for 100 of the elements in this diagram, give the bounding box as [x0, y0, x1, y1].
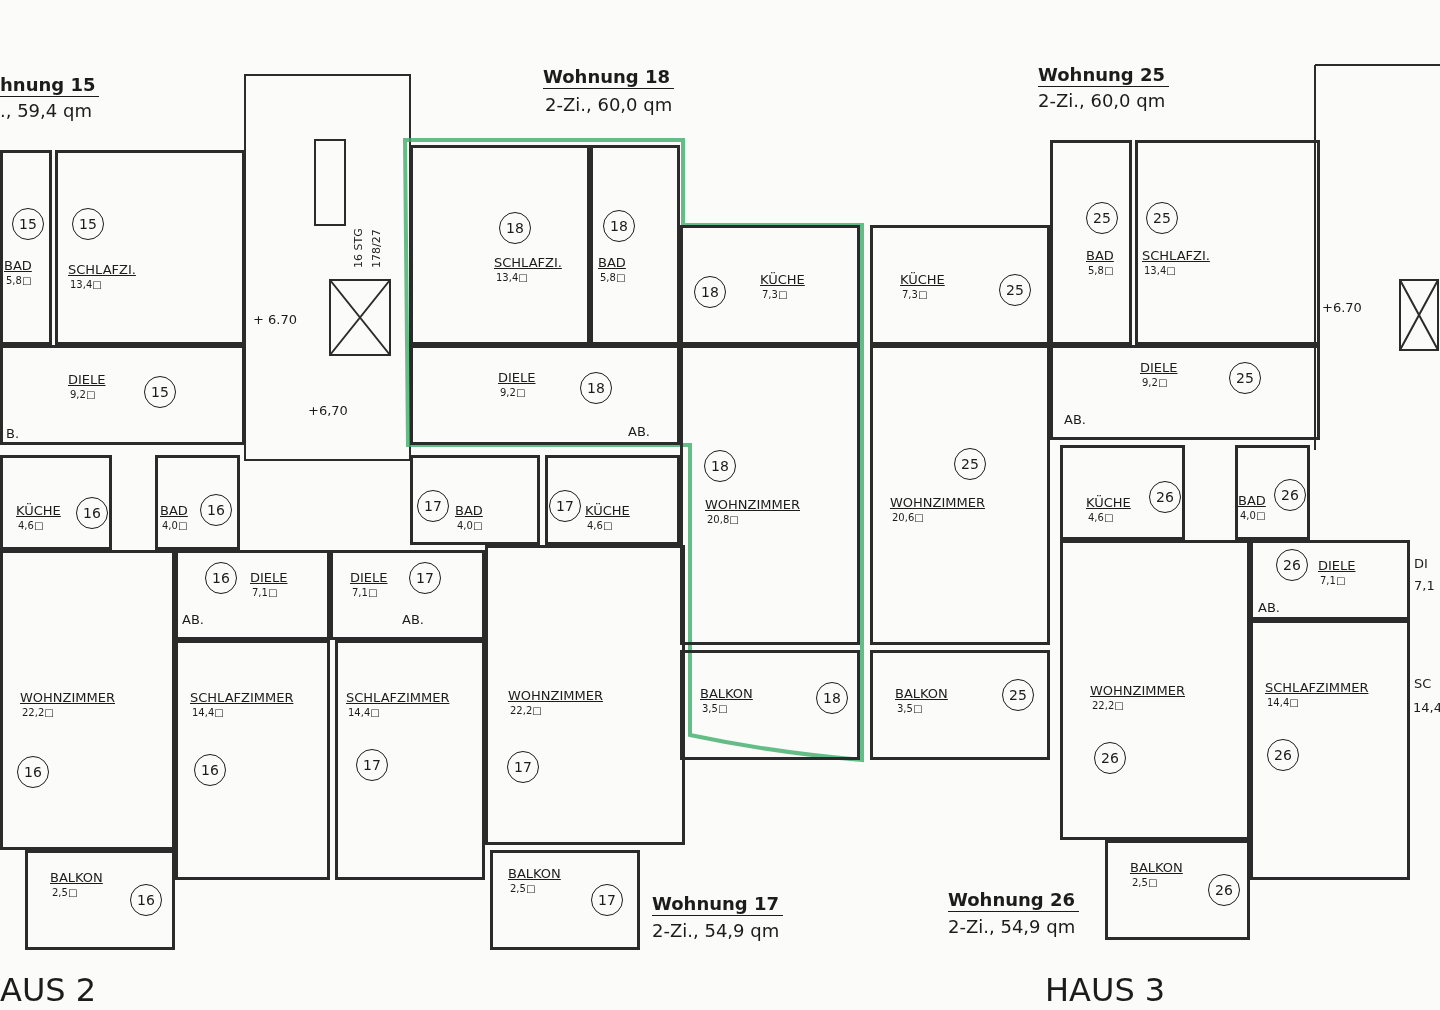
room	[680, 225, 860, 345]
apartment-number-circle: 15	[144, 376, 176, 408]
room	[155, 455, 240, 550]
room-area: 3,5□	[897, 703, 923, 715]
room-name: WOHNZIMMER	[705, 497, 800, 512]
stair-note: 178/27	[370, 229, 383, 268]
room	[1060, 540, 1250, 840]
room	[870, 650, 1050, 760]
apartment-size: 2-Zi., 60,0 qm	[545, 94, 673, 116]
apartment-number-circle: 26	[1094, 742, 1126, 774]
room-name: SCHLAFZIMMER	[190, 690, 294, 705]
room-name: BAD	[1238, 493, 1266, 508]
room	[1050, 140, 1132, 345]
room-name: DI	[1414, 556, 1428, 571]
storage-label: AB.	[402, 612, 424, 627]
apartment-number-circle: 16	[194, 754, 226, 786]
room-name: BAD	[4, 258, 32, 273]
room	[0, 150, 52, 345]
apartment-number-circle: 16	[130, 884, 162, 916]
room	[870, 225, 1050, 345]
room-area: 9,2□	[70, 389, 96, 401]
apartment-number-circle: 18	[816, 682, 848, 714]
room-area: 20,8□	[707, 514, 739, 526]
room-area: 4,0□	[162, 520, 188, 532]
room	[1135, 140, 1320, 345]
apartment-number-circle: 17	[409, 562, 441, 594]
building-name: HAUS 3	[1045, 972, 1166, 1008]
storage-label: AB.	[1258, 600, 1280, 615]
storage-label: AB.	[1064, 412, 1086, 427]
storage-label: B.	[6, 426, 20, 441]
room	[1050, 345, 1320, 440]
apartment-number-circle: 26	[1276, 549, 1308, 581]
room-name: BALKON	[508, 866, 561, 881]
room-area: 9,2□	[1142, 377, 1168, 389]
room-name: BALKON	[700, 686, 753, 701]
room	[0, 455, 112, 550]
room	[175, 550, 330, 640]
room-name: BAD	[160, 503, 188, 518]
apartment-number-circle: 18	[704, 450, 736, 482]
room-area: 4,0□	[1240, 510, 1266, 522]
room-name: BALKON	[895, 686, 948, 701]
room	[870, 345, 1050, 645]
room-name: KÜCHE	[585, 503, 630, 518]
apartment-heading: Wohnung 26	[948, 889, 1080, 912]
room	[1250, 540, 1410, 620]
room-area: 20,6□	[892, 512, 924, 524]
room-area: 13,4□	[496, 272, 528, 284]
room-area: 4,6□	[18, 520, 44, 532]
room-name: BAD	[598, 255, 626, 270]
room-area: 14,4□	[192, 707, 224, 719]
apartment-number-circle: 18	[499, 212, 531, 244]
room-area: 4,6□	[1088, 512, 1114, 524]
apartment-number-circle: 18	[694, 276, 726, 308]
room	[55, 150, 245, 345]
room-name: DIELE	[68, 372, 106, 387]
room-area: 22,2□	[1092, 700, 1124, 712]
room	[1235, 445, 1310, 540]
room	[0, 550, 175, 850]
room-name: SCHLAFZI.	[1142, 248, 1210, 263]
apartment-size: 2-Zi., 54,9 qm	[652, 920, 780, 942]
room-name: DIELE	[498, 370, 536, 385]
room-name: KÜCHE	[760, 272, 805, 287]
apartment-number-circle: 25	[1146, 202, 1178, 234]
room	[25, 850, 175, 950]
room-name: SCHLAFZI.	[494, 255, 562, 270]
apartment-heading: Wohnung 18	[543, 66, 675, 89]
room-area: 2,5□	[510, 883, 536, 895]
room-name: KÜCHE	[1086, 495, 1131, 510]
apartment-number-circle: 16	[205, 562, 237, 594]
room	[0, 345, 245, 445]
apartment-size: 2-Zi., 60,0 qm	[1038, 90, 1166, 112]
apartment-number-circle: 26	[1208, 874, 1240, 906]
room-name: SCHLAFZI.	[68, 262, 136, 277]
room-area: 2,5□	[1132, 877, 1158, 889]
apartment-number-circle: 25	[1229, 362, 1261, 394]
level-mark: + 6.70	[253, 312, 297, 327]
room	[590, 145, 680, 345]
storage-label: AB.	[182, 612, 204, 627]
room-name: WOHNZIMMER	[508, 688, 603, 703]
room-name: KÜCHE	[900, 272, 945, 287]
room-area: 7,3□	[902, 289, 928, 301]
apartment-number-circle: 15	[12, 208, 44, 240]
apartment-number-circle: 25	[954, 448, 986, 480]
room-area: 4,6□	[587, 520, 613, 532]
room	[1250, 620, 1410, 880]
room-name: SC	[1414, 676, 1432, 691]
room-name: SCHLAFZIMMER	[1265, 680, 1369, 695]
room	[175, 640, 330, 880]
room-name: WOHNZIMMER	[1090, 683, 1185, 698]
room-area: 3,5□	[702, 703, 728, 715]
room-area: 7,3□	[762, 289, 788, 301]
room	[680, 345, 860, 645]
apartment-heading: hnung 15	[0, 74, 100, 97]
apartment-heading: Wohnung 17	[652, 893, 784, 916]
room	[410, 345, 680, 445]
apartment-number-circle: 26	[1274, 479, 1306, 511]
room-name: BAD	[1086, 248, 1114, 263]
apartment-number-circle: 17	[417, 490, 449, 522]
apartment-number-circle: 26	[1149, 481, 1181, 513]
room-area: 4,0□	[457, 520, 483, 532]
